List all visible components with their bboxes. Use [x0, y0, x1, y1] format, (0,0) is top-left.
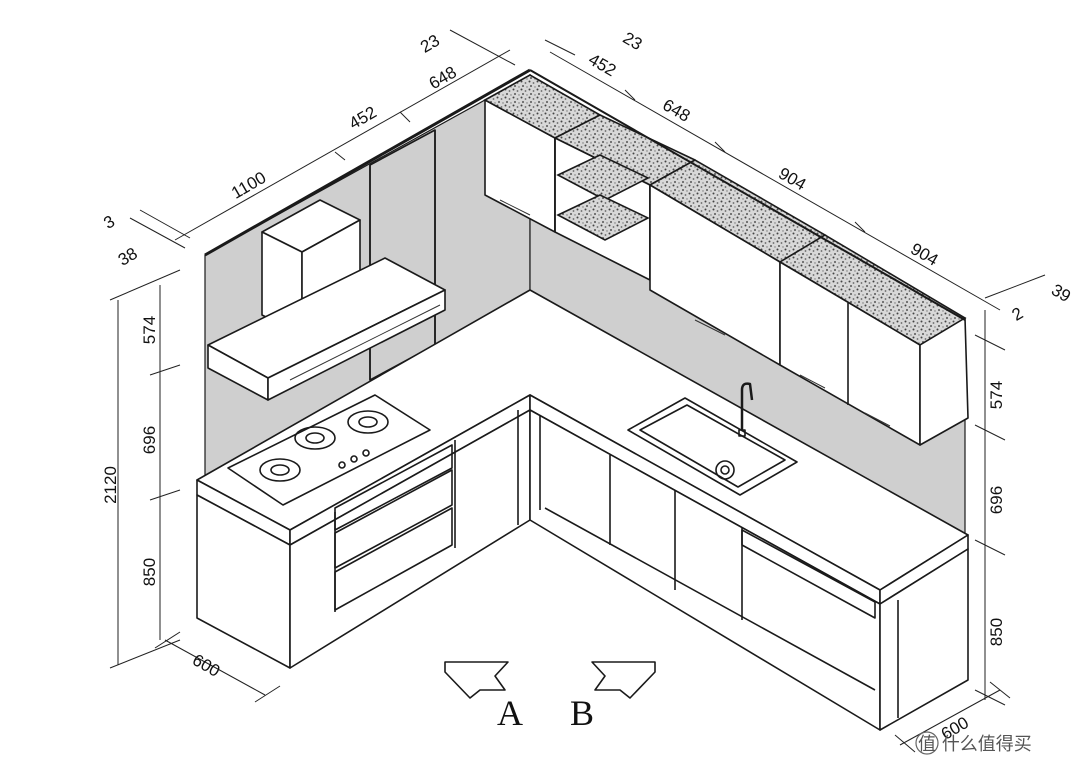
view-arrow-a	[444, 661, 509, 699]
dim-right-end-panel: 39	[1048, 280, 1074, 306]
dim-right-corner-gap: 23	[620, 28, 646, 54]
dim-left-corner-gap: 23	[417, 31, 443, 57]
cooktop-knobs	[338, 449, 370, 469]
left-top-dimension-line	[129, 29, 516, 249]
watermark-text: 值 什么值得买	[918, 734, 1032, 755]
drawer-stack	[334, 444, 453, 611]
dim-right-base-height: 850	[987, 618, 1006, 646]
view-arrow-b	[591, 661, 656, 699]
view-label-a: A	[497, 693, 523, 733]
left-height-dimension-lines	[109, 269, 181, 669]
right-height-dimension-lines	[974, 310, 1006, 706]
dim-right-upper-height: 574	[987, 381, 1006, 409]
burner-right	[347, 410, 389, 434]
dim-left-backsplash-height: 696	[140, 426, 159, 454]
dim-right-cabinet-2: 904	[775, 164, 809, 195]
dim-right-backsplash-height: 696	[987, 486, 1006, 514]
right-upper-cabinet-1	[648, 159, 827, 366]
left-base-cabinets	[196, 409, 531, 669]
dim-right-end-gap: 2	[1009, 303, 1027, 324]
right-upper-end-panel	[919, 317, 969, 446]
dim-total-height: 2120	[101, 466, 120, 504]
dim-left-base-height: 850	[140, 558, 159, 586]
faucet	[738, 382, 754, 437]
dim-right-cabinet-1: 648	[659, 95, 693, 126]
dim-left-corner-cabinet: 648	[426, 63, 460, 94]
dim-right-cabinet-3: 904	[907, 239, 941, 270]
burner-middle	[294, 426, 336, 450]
dim-left-middle-cabinet: 452	[346, 103, 380, 134]
dim-left-side-overhang: 3	[100, 212, 118, 233]
dim-left-depth: 600	[189, 650, 223, 681]
right-base-cabinets	[529, 409, 969, 731]
dim-left-upper-height: 574	[140, 316, 159, 344]
right-top-dimension-line	[544, 39, 1046, 311]
depth-dimension-lines	[154, 631, 1011, 753]
range-hood	[207, 199, 446, 401]
dim-hood-run: 1100	[228, 168, 269, 203]
dim-open-shelf: 452	[585, 50, 619, 81]
left-wall-top-edge	[204, 68, 531, 257]
watermark: 值 什么值得买	[915, 731, 1032, 755]
open-shelf-unit	[554, 114, 696, 281]
dim-left-side-panel: 38	[115, 244, 141, 270]
sink	[627, 397, 798, 496]
right-wall-top-edge	[529, 69, 966, 321]
burner-left	[259, 458, 301, 482]
gas-cooktop	[227, 394, 431, 506]
countertop	[196, 289, 969, 605]
view-label-b: B	[570, 693, 594, 733]
